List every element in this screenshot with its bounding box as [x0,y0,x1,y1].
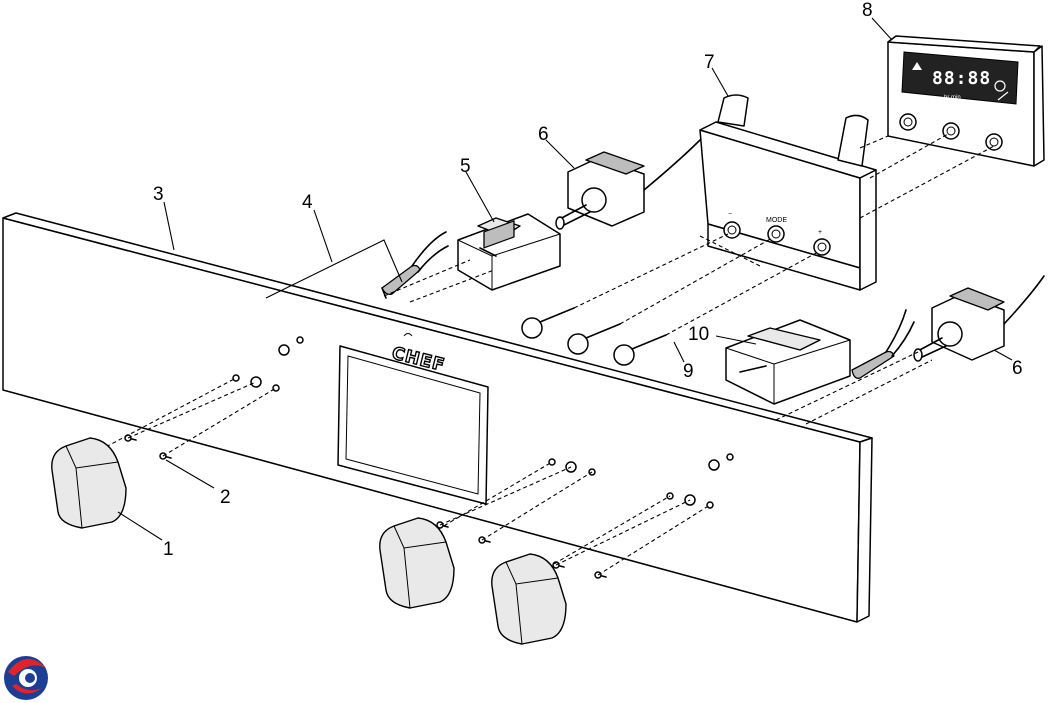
callout-numbers: 1 2 3 4 5 6 7 8 9 10 6 [153,0,1023,560]
knob-assembly-lines [99,377,711,579]
selector-switch-lower [725,319,851,405]
callout-5: 5 [460,156,471,177]
timer-module: 88:88 hr min [887,35,1045,167]
control-knob [491,553,567,645]
timer-button-pushers [521,307,667,366]
callout-10: 10 [688,324,709,345]
callout-4: 4 [302,192,313,213]
callout-8: 8 [862,0,873,21]
svg-text:+: + [818,229,822,236]
indicator-lamp [381,231,449,299]
timer-display-digits: 88:88 [932,68,991,89]
selector-switch [457,213,561,291]
timer-frame: MODE − + [699,94,877,291]
callout-6-lower: 6 [1012,358,1023,379]
timer-display-unit: hr min [944,95,961,101]
indicator-lamp-lower [851,309,915,379]
thermostat-upper [555,139,701,230]
svg-text:−: − [728,211,732,218]
corner-logo [4,656,48,700]
mode-button-label: MODE [766,217,787,224]
fixing-screws [124,374,714,579]
callout-6-upper: 6 [538,124,549,145]
callout-2: 2 [220,487,231,508]
callout-3: 3 [153,184,164,205]
control-knob [51,437,127,529]
thermostat-lower [913,275,1045,362]
callout-9: 9 [683,361,694,382]
callout-leaders [117,17,1013,541]
callout-1: 1 [163,539,174,560]
callout-7: 7 [704,52,715,73]
control-knob [379,517,455,609]
